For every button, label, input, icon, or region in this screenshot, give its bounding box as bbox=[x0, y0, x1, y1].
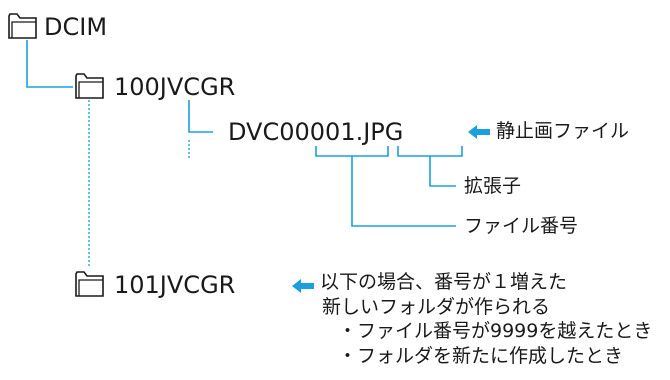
extension-label: 拡張子 bbox=[464, 175, 522, 197]
file-extension-text: .JPG bbox=[355, 118, 404, 146]
still-image-file-label: 静止画ファイル bbox=[496, 120, 630, 142]
folder-icon bbox=[75, 271, 104, 297]
arrow-left-icon bbox=[468, 125, 490, 139]
file-number-text: DVC00001 bbox=[228, 118, 356, 146]
root-folder-label: DCIM bbox=[44, 13, 108, 41]
folder-100-label: 100JVCGR bbox=[114, 73, 236, 101]
new-folder-note-line2: 新しいフォルダが作られる bbox=[322, 296, 551, 318]
bullet-new-folder-created: ・フォルダを新たに作成したとき bbox=[338, 345, 624, 367]
arrow-left-icon bbox=[292, 279, 314, 293]
bracket-extension bbox=[397, 146, 463, 187]
file-name: DVC00001.JPG bbox=[228, 120, 403, 144]
folder-icon bbox=[8, 13, 37, 39]
bullet-file-number-exceeded: ・ファイル番号が9999を越えたとき bbox=[338, 320, 653, 342]
new-folder-note-line1: 以下の場合、番号が１増えた bbox=[320, 271, 568, 293]
folder-101-label: 101JVCGR bbox=[114, 271, 236, 299]
folder-icon bbox=[75, 73, 104, 99]
connector-root-to-100 bbox=[26, 40, 73, 88]
file-number-label: ファイル番号 bbox=[464, 215, 579, 237]
connector-100-to-file bbox=[188, 100, 213, 133]
bracket-file-number bbox=[315, 146, 456, 227]
